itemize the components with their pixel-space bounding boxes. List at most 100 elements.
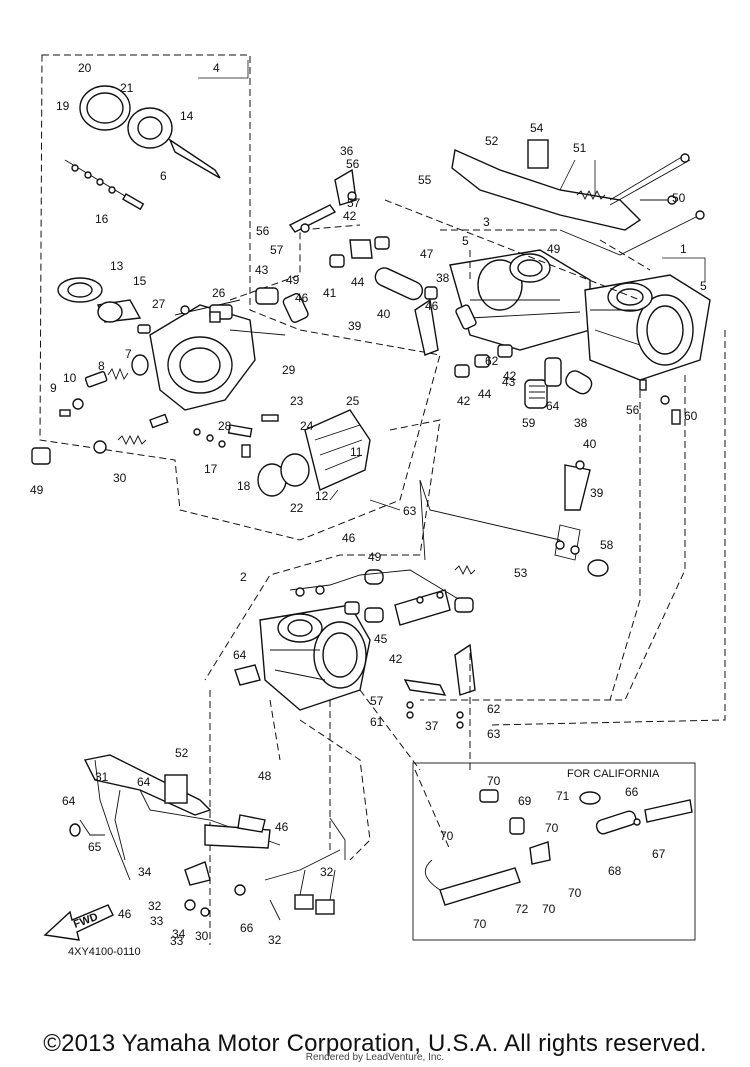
rendered-by-notice: Rendered by LeadVenture, Inc.: [305, 1052, 445, 1063]
callout: 62: [485, 354, 499, 368]
callout: 66: [240, 921, 254, 935]
callout: 33: [150, 914, 164, 928]
callout: 45: [374, 632, 388, 646]
callout: 53: [514, 566, 528, 580]
callout: 70: [545, 821, 559, 835]
callout: 40: [377, 307, 391, 321]
callout: 46: [118, 907, 132, 921]
callout: 65: [88, 840, 102, 854]
callout: 68: [608, 864, 622, 878]
callout: 55: [418, 173, 432, 187]
callout: 49: [286, 273, 300, 287]
callout: 10: [63, 371, 77, 385]
throttle-cable: [419, 479, 561, 561]
callout: 33: [170, 934, 184, 948]
callout: 43: [502, 375, 516, 389]
linkage-top: [255, 168, 357, 323]
callout: 70: [542, 902, 556, 916]
callout: 5: [462, 234, 469, 248]
callout: 56: [346, 157, 360, 171]
callout: 20: [78, 61, 92, 75]
callout: 19: [56, 99, 70, 113]
callout: 16: [95, 212, 109, 226]
callout: 21: [120, 81, 134, 95]
callout: 7: [125, 347, 132, 361]
misc-left-parts: [31, 305, 221, 465]
callout: 58: [600, 538, 614, 552]
callout: 67: [652, 847, 666, 861]
callout: 1: [680, 242, 687, 256]
callout: 70: [487, 774, 501, 788]
callout: 64: [546, 399, 560, 413]
linkage-lower: [403, 643, 476, 729]
callout: 24: [300, 419, 314, 433]
callout: 61: [370, 715, 384, 729]
callout: 5: [700, 279, 707, 293]
callout: 30: [113, 471, 127, 485]
california-box: FOR CALIFORNIA: [412, 762, 696, 941]
callout: 62: [487, 702, 501, 716]
callout: 70: [568, 886, 582, 900]
linkage-center: [289, 564, 476, 626]
callout: 39: [590, 486, 604, 500]
jets-and-screws: [59, 354, 279, 458]
carburetor-1-right: [584, 274, 711, 381]
callout: 11: [350, 445, 363, 459]
callout: 40: [583, 437, 597, 451]
callout: 23: [290, 394, 304, 408]
callout: 46: [275, 820, 289, 834]
callout: 42: [503, 369, 517, 383]
callout: 44: [478, 387, 492, 401]
callout: 41: [323, 286, 337, 300]
copyright-notice: ©2013 Yamaha Motor Corporation, U.S.A. A…: [43, 1030, 707, 1057]
callout: 9: [50, 381, 57, 395]
part-callouts: 4 20 19 21 14 6 16 13 15 27 26 7 8 9 10 …: [30, 61, 707, 958]
callout: 32: [148, 899, 162, 913]
callout: 57: [370, 694, 384, 708]
callout: 57: [270, 243, 284, 257]
callout: 38: [436, 271, 450, 285]
callout: 48: [258, 769, 272, 783]
callout: 27: [152, 297, 166, 311]
callout: 14: [180, 109, 194, 123]
callout: 63: [403, 504, 417, 518]
carburetor-3: [449, 249, 591, 351]
callout: 12: [315, 489, 329, 503]
callout: 44: [351, 275, 365, 289]
callout: 59: [522, 416, 536, 430]
throttle-bracket: [451, 139, 705, 256]
callout: 57: [347, 196, 361, 210]
callout: 72: [515, 902, 529, 916]
callout: 36: [340, 144, 354, 158]
callout: 25: [346, 394, 360, 408]
fwd-arrow: FWD: [43, 904, 114, 941]
lower-left-bracket-harness: [69, 754, 346, 921]
callout: 42: [343, 209, 357, 223]
callout: 29: [282, 363, 296, 377]
callout: 69: [518, 794, 532, 808]
callout: 47: [420, 247, 434, 261]
fittings-upper: [329, 236, 439, 356]
callout: 63: [487, 727, 501, 741]
callout: 37: [425, 719, 439, 733]
bracket-right: [554, 379, 681, 577]
callout: 4: [213, 61, 220, 75]
callout: 28: [218, 419, 232, 433]
callout: 15: [133, 274, 147, 288]
callout: 46: [342, 531, 356, 545]
callout: 46: [295, 291, 309, 305]
callout: 43: [255, 263, 269, 277]
model-code: 4XY4100-0110: [68, 946, 141, 958]
carburetor-1-upper-left: [149, 299, 286, 411]
callout: 50: [672, 191, 686, 205]
callout: 66: [625, 785, 639, 799]
callout: 64: [233, 648, 247, 662]
callout: 18: [237, 479, 251, 493]
callout: 32: [320, 865, 334, 879]
callout: 3: [483, 215, 490, 229]
callout: 17: [204, 462, 218, 476]
callout: 42: [457, 394, 471, 408]
callout: 52: [175, 746, 189, 760]
callout: 31: [95, 770, 109, 784]
